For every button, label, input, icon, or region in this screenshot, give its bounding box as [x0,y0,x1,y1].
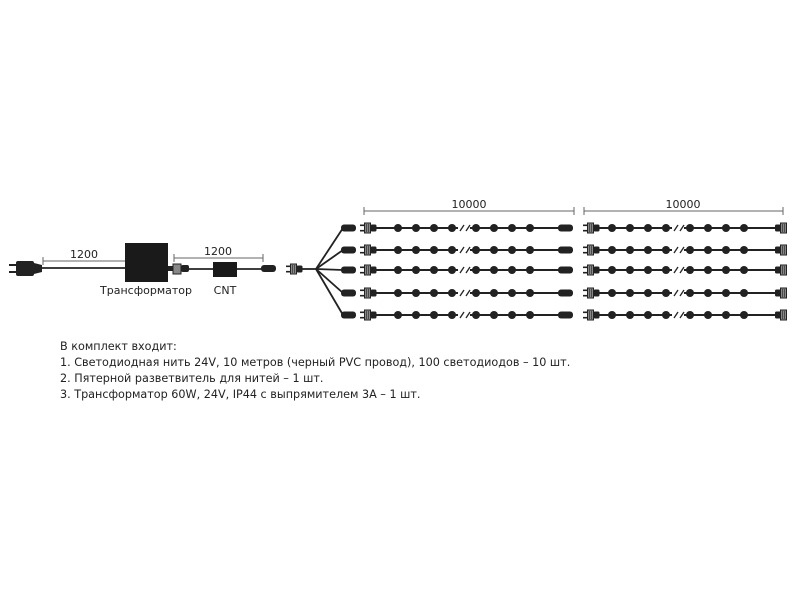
kit-item: 3. Трансформатор 60W, 24V, IP44 с выпрям… [60,388,421,401]
cable-socket [261,265,276,272]
led-string-row-5 [359,309,787,321]
led-string-row-4 [359,287,787,299]
transformer-label: Трансформатор [99,284,192,297]
led-string-row-3 [359,264,787,276]
dimension-label: 10000 [666,198,701,211]
dimension-string-2: 10000 [583,198,784,215]
dimension-label: 1200 [204,245,232,258]
dimension-label: 10000 [452,198,487,211]
kit-item: 1. Светодиодная нить 24V, 10 метров (чер… [60,356,571,369]
dimension-label: 1200 [70,248,98,261]
dimension-string-1: 10000 [363,198,575,215]
splitter-input-plug [285,263,303,275]
led-string-row-2 [359,244,787,256]
kit-contents: В комплект входит: 1. Светодиодная нить … [60,339,570,403]
dimension-power-cable: 1200 [42,248,125,265]
led-string-row-1 [359,222,787,234]
transformer-output-connector [168,263,189,275]
cnt-controller-box [213,262,237,277]
kit-item: 2. Пятерной разветвитель для нитей – 1 ш… [60,372,324,385]
splitter-fanout [302,227,344,316]
mains-plug-icon [9,261,42,276]
kit-title: В комплект входит: [60,340,177,353]
splitter-output-sockets [341,224,356,319]
transformer-box [125,243,168,282]
cnt-label: CNT [214,284,237,297]
dimension-cnt-cable: 1200 [173,245,264,262]
